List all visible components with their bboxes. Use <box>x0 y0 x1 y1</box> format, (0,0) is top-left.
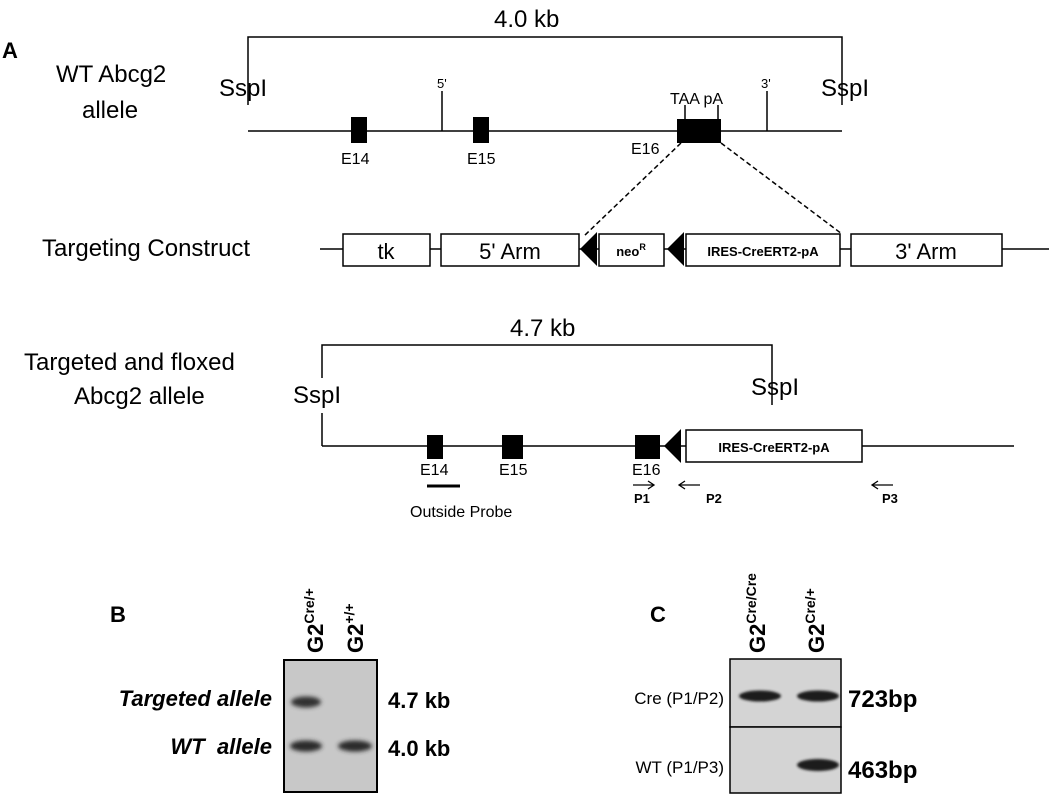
tk-label: tk <box>377 239 395 264</box>
panel-b-row-label-wt: WT allele <box>171 734 272 759</box>
panel-b-size-wt: 4.0 kb <box>388 736 450 761</box>
ires-cre-box <box>685 233 841 267</box>
targeted-exon-e16 <box>635 435 660 459</box>
targeted-exon-e14 <box>427 435 443 459</box>
southern-blot-gel <box>283 659 378 793</box>
wt-allele-map: WT Abcg2 allele 4.0 kb SspI SspI 5' 3' T… <box>56 6 869 237</box>
band-wt-lane2-pcr <box>797 759 839 771</box>
panel-b-size-targeted: 4.7 kb <box>388 688 450 713</box>
primer-p2-arrow-icon <box>677 480 700 490</box>
arm-5-label: 5' Arm <box>479 239 541 264</box>
arm-3-box <box>850 233 1003 267</box>
primer-p1-arrow-icon <box>633 480 656 490</box>
panel-c-lane-1-header: G2Cre/Cre <box>743 573 770 653</box>
targeted-exon-label-e15: E15 <box>499 462 528 479</box>
arm-5-box <box>440 233 580 267</box>
neo-box <box>598 233 665 267</box>
wt-tick-3-label: 3' <box>761 76 771 91</box>
panel-b-label: B <box>110 602 126 627</box>
targeted-title-line1: Targeted and floxed <box>24 349 235 376</box>
primer-p2-label: P2 <box>706 491 722 506</box>
panel-a-label: A <box>2 38 18 63</box>
panel-c-row-label-cre: Cre (P1/P2) <box>634 689 724 708</box>
panel-b-lane-2-header: G2+/+ <box>341 603 368 653</box>
panel-c-row-label-wt: WT (P1/P3) <box>636 758 724 777</box>
loxp-right-triangle <box>667 232 684 266</box>
targeted-ires-cre-label: IRES-CreERT2-pA <box>718 440 830 455</box>
arm-3-label: 3' Arm <box>895 239 957 264</box>
targeted-loxp-triangle <box>664 429 681 463</box>
targeted-sspi-right: SspI <box>751 374 799 401</box>
wt-exon-e16 <box>677 119 721 143</box>
loxp-left-triangle <box>580 232 597 266</box>
wt-exon-label-e14: E14 <box>341 151 370 168</box>
wt-taa-pa-label: TAA pA <box>670 91 723 108</box>
panel-c-size-wt: 463bp <box>848 757 917 784</box>
targeted-allele-map: Targeted and floxed Abcg2 allele 4.7 kb … <box>24 315 1014 521</box>
targeted-size-bracket <box>321 344 773 405</box>
wt-size-bracket <box>247 36 843 105</box>
wt-exon-e14 <box>351 117 367 143</box>
targeted-sspi-left: SspI <box>293 382 341 409</box>
band-wt-lane2 <box>338 740 372 752</box>
wt-size-label: 4.0 kb <box>494 6 559 33</box>
targeted-ires-cre-box <box>685 429 863 463</box>
ires-cre-label: IRES-CreERT2-pA <box>707 244 819 259</box>
wt-allele-title-line2: allele <box>82 97 138 124</box>
band-cre-lane2 <box>797 690 839 702</box>
band-cre-lane1 <box>739 690 781 702</box>
wt-exon-e15 <box>473 117 489 143</box>
primer-p3-label: P3 <box>882 491 898 506</box>
targeted-exon-e15 <box>502 435 523 459</box>
homology-dash-left <box>583 142 682 237</box>
primer-p1-label: P1 <box>634 491 650 506</box>
targeting-construct-map: Targeting Construct tk 5' Arm neoR IRES-… <box>42 232 1049 267</box>
outside-probe-label: Outside Probe <box>410 504 512 521</box>
panel-c-label: C <box>650 602 666 627</box>
panel-b-row-label-targeted: Targeted allele <box>119 686 272 711</box>
wt-tick-5-label: 5' <box>437 76 447 91</box>
wt-sspi-left: SspI <box>219 75 267 102</box>
tk-box <box>342 233 431 267</box>
panel-c-size-cre: 723bp <box>848 686 917 713</box>
targeted-exon-label-e16: E16 <box>632 462 661 479</box>
wt-sspi-right: SspI <box>821 75 869 102</box>
wt-exon-label-e15: E15 <box>467 151 496 168</box>
band-wt-lane1 <box>290 740 322 752</box>
construct-title: Targeting Construct <box>42 235 250 262</box>
primer-p3-arrow-icon <box>870 480 893 490</box>
wt-exon-label-e16: E16 <box>631 141 660 158</box>
panel-b-lane-1-header: G2Cre/+ <box>301 588 328 653</box>
targeted-title-line2: Abcg2 allele <box>74 383 205 410</box>
panel-c-lane-2-header: G2Cre/+ <box>802 588 829 653</box>
targeted-size-label: 4.7 kb <box>510 315 575 342</box>
band-targeted-lane1 <box>291 696 321 708</box>
wt-allele-title-line1: WT Abcg2 <box>56 61 166 88</box>
targeted-exon-label-e14: E14 <box>420 462 449 479</box>
homology-dash-right <box>720 142 843 235</box>
neo-label: neoR <box>616 242 646 259</box>
